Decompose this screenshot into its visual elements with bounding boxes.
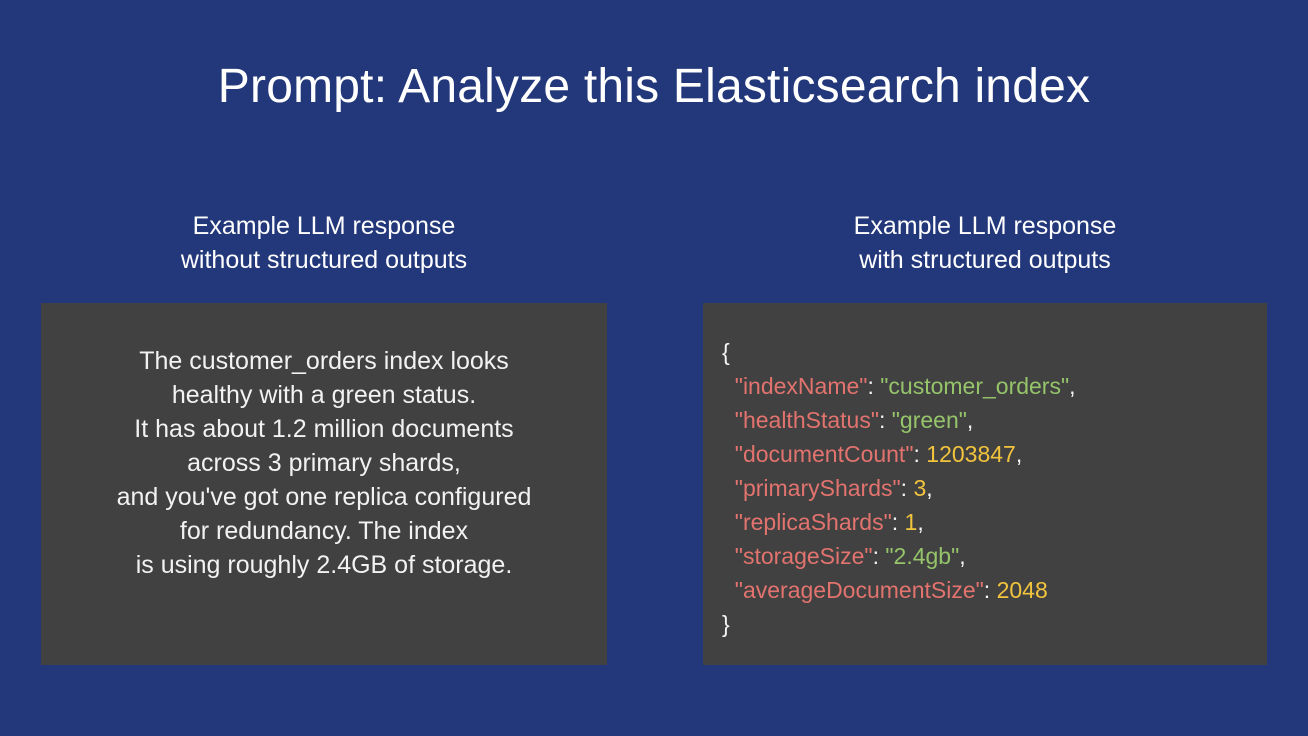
unstructured-response-panel: The customer_orders index looks healthy … bbox=[41, 303, 607, 665]
json-comma: , bbox=[959, 543, 966, 569]
code-indent bbox=[722, 407, 735, 433]
json-comma: , bbox=[966, 407, 974, 433]
code-indent bbox=[722, 543, 735, 569]
json-colon: : bbox=[913, 441, 927, 467]
code-line: { bbox=[722, 335, 1076, 369]
prose-line: is using roughly 2.4GB of storage. bbox=[135, 551, 513, 579]
json-colon: : bbox=[900, 475, 914, 501]
json-string-value: "2.4gb" bbox=[885, 543, 960, 569]
json-key: "storageSize" bbox=[734, 543, 873, 569]
right-caption-line-1: Example LLM response bbox=[853, 212, 1117, 240]
prose-line: across 3 primary shards, bbox=[187, 449, 461, 477]
json-string-value: "green" bbox=[891, 407, 967, 433]
prose-line: and you've got one replica configured bbox=[116, 483, 532, 511]
json-key: "indexName" bbox=[734, 373, 868, 399]
json-comma: , bbox=[926, 475, 933, 501]
code-line: "averageDocumentSize": 2048 bbox=[722, 573, 1076, 607]
code-indent bbox=[722, 475, 735, 501]
json-colon: : bbox=[878, 407, 892, 433]
code-indent bbox=[722, 441, 735, 467]
json-close-brace: } bbox=[722, 611, 730, 637]
json-comma: , bbox=[1015, 441, 1023, 467]
code-line: "indexName": "customer_orders", bbox=[722, 369, 1076, 403]
code-line: } bbox=[722, 607, 1076, 641]
json-key: "healthStatus" bbox=[734, 407, 879, 433]
json-comma: , bbox=[917, 509, 924, 535]
json-key: "replicaShards" bbox=[734, 509, 892, 535]
unstructured-response-text: The customer_orders index looks healthy … bbox=[41, 344, 607, 582]
left-column-caption: Example LLM response without structured … bbox=[41, 209, 607, 277]
json-colon: : bbox=[867, 373, 881, 399]
code-indent bbox=[722, 373, 735, 399]
json-key: "averageDocumentSize" bbox=[734, 577, 984, 603]
right-column-caption: Example LLM response with structured out… bbox=[703, 209, 1267, 277]
json-number-value: 1203847 bbox=[926, 441, 1016, 467]
json-colon: : bbox=[872, 543, 886, 569]
code-line: "primaryShards": 3, bbox=[722, 471, 1076, 505]
json-comma: , bbox=[1069, 373, 1076, 399]
json-number-value: 1 bbox=[904, 509, 918, 535]
json-code-block: { "indexName": "customer_orders", "healt… bbox=[722, 335, 1076, 641]
json-key: "documentCount" bbox=[734, 441, 914, 467]
code-line: "healthStatus": "green", bbox=[722, 403, 1076, 437]
prose-line: It has about 1.2 million documents bbox=[134, 415, 514, 443]
page-title: Prompt: Analyze this Elasticsearch index bbox=[217, 60, 1091, 113]
code-indent bbox=[722, 577, 735, 603]
left-caption-line-1: Example LLM response bbox=[192, 212, 456, 240]
structured-response-panel: { "indexName": "customer_orders", "healt… bbox=[703, 303, 1267, 665]
left-caption-line-2: without structured outputs bbox=[180, 246, 468, 274]
prose-line: healthy with a green status. bbox=[171, 381, 477, 409]
prose-line: for redundancy. The index bbox=[179, 517, 469, 545]
json-number-value: 2048 bbox=[996, 577, 1048, 603]
code-line: "replicaShards": 1, bbox=[722, 505, 1076, 539]
right-caption-line-2: with structured outputs bbox=[859, 246, 1111, 274]
json-colon: : bbox=[891, 509, 905, 535]
prose-line: The customer_orders index looks bbox=[139, 347, 509, 375]
json-number-value: 3 bbox=[913, 475, 927, 501]
json-colon: : bbox=[983, 577, 997, 603]
json-key: "primaryShards" bbox=[734, 475, 901, 501]
json-string-value: "customer_orders" bbox=[880, 373, 1070, 399]
json-open-brace: { bbox=[722, 339, 730, 365]
code-line: "documentCount": 1203847, bbox=[722, 437, 1076, 471]
code-indent bbox=[722, 509, 735, 535]
code-line: "storageSize": "2.4gb", bbox=[722, 539, 1076, 573]
